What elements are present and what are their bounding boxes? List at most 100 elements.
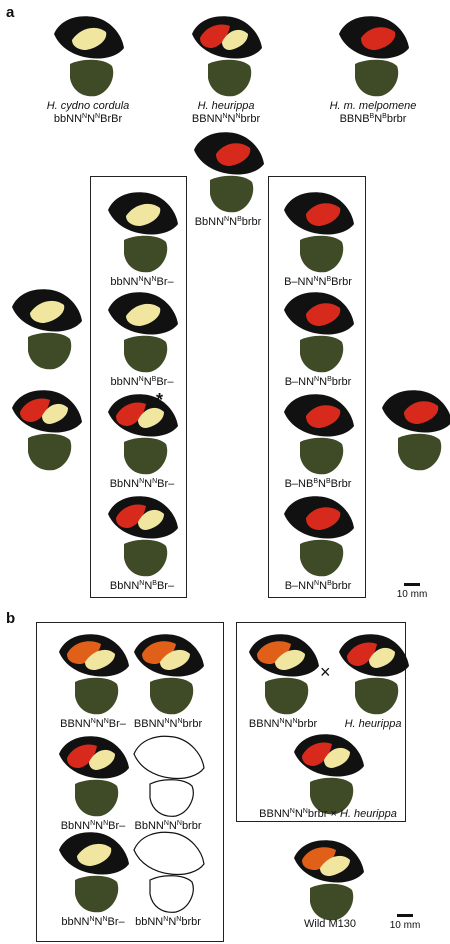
- specimen-a14: [8, 386, 84, 476]
- species-label: H. cydno cordula: [46, 100, 130, 112]
- genotype-label: B–NNNNBbrbr: [284, 580, 352, 592]
- genotype-label: BBNNNNNBr–: [60, 718, 126, 730]
- hindwing: [310, 883, 354, 921]
- specimen-a11: [280, 390, 356, 480]
- genotype-label: bbNNNNNBr–: [61, 916, 125, 928]
- genotype-label: B–NBBNBBrbr: [284, 478, 352, 490]
- cross-sign: ×: [320, 662, 331, 682]
- hindwing: [124, 539, 168, 577]
- hindwing: [124, 437, 168, 475]
- genotype-label: bbNNNNNBrBr: [53, 113, 123, 125]
- specimen-b10: [290, 836, 366, 926]
- forewing-band: [200, 24, 230, 48]
- hindwing: [265, 677, 309, 715]
- genotype-label: BbNNNNBbrbr: [194, 216, 262, 228]
- hindwing: [75, 779, 119, 817]
- specimen-a12: [280, 492, 356, 582]
- specimen-b5: [55, 828, 131, 918]
- forewing-band: [20, 398, 50, 422]
- forewing-band: [275, 649, 305, 670]
- panel-b-left-box: [36, 622, 224, 942]
- specimen-a9: [280, 188, 356, 278]
- cross-species: H. heurippa: [339, 808, 397, 820]
- specimen-a6: [104, 288, 180, 378]
- hindwing: [75, 677, 119, 715]
- specimen-a4: [190, 128, 266, 218]
- forewing-band: [160, 649, 190, 670]
- genotype-label: bbNNNNNBr–: [110, 276, 174, 288]
- specimen-a13: [8, 285, 84, 375]
- forewing-band: [361, 27, 396, 50]
- forewing-band: [369, 647, 395, 668]
- scale-bar-b: 10 mm: [385, 914, 425, 931]
- hindwing: [398, 433, 442, 471]
- forewing-band: [306, 507, 341, 530]
- scale-bar-a: 10 mm: [392, 583, 432, 600]
- wild-label: Wild M130: [304, 918, 356, 930]
- forewing-band: [306, 303, 341, 326]
- species-label: H. m. melpomene: [329, 100, 417, 112]
- forewing-band: [77, 843, 112, 866]
- panel-b-right-box: [236, 622, 406, 822]
- hindwing: [70, 59, 114, 97]
- specimen-b8: [335, 630, 411, 720]
- specimen-b7: [245, 630, 321, 720]
- forewing-band: [306, 203, 341, 226]
- forewing-band: [138, 407, 164, 428]
- panel-b-letter: b: [6, 610, 16, 627]
- forewing-band: [404, 401, 439, 424]
- forewing: [133, 735, 205, 780]
- forewing-band: [138, 509, 164, 530]
- genotype-label: BbNNNNBBr–: [109, 580, 175, 592]
- genotype-label: BBNNNNNbrbr: [248, 718, 318, 730]
- hindwing: [149, 779, 194, 817]
- forewing-band: [30, 300, 65, 323]
- hindwing: [300, 437, 344, 475]
- forewing-band: [324, 747, 350, 768]
- species-label: H. heurippa: [344, 718, 402, 730]
- specimen-b3: [55, 732, 131, 822]
- panel-a-letter: a: [6, 4, 15, 21]
- hindwing: [310, 777, 354, 815]
- specimen-a1: [50, 12, 126, 102]
- genotype-label: BbNNNNNBr–: [109, 478, 175, 490]
- hindwing: [355, 677, 399, 715]
- forewing-band: [126, 303, 161, 326]
- scale-bar-b-label: 10 mm: [389, 920, 421, 931]
- genotype-label: B–NNNNBBrbr: [284, 276, 352, 288]
- forewing-band: [67, 744, 97, 768]
- forewing-band: [347, 642, 377, 666]
- hindwing: [124, 235, 168, 273]
- hindwing: [210, 175, 254, 213]
- forewing-band: [89, 749, 115, 770]
- specimen-a2: [188, 12, 264, 102]
- panel-a-right-box: [268, 176, 366, 598]
- specimen-b4: [130, 732, 206, 822]
- hindwing: [208, 59, 252, 97]
- forewing-band: [126, 203, 161, 226]
- asterisk-marker: *: [156, 390, 164, 410]
- specimen-a8: [104, 492, 180, 582]
- specimen-b2: [130, 630, 206, 720]
- genotype-label: BBNBBNBbrbr: [339, 113, 407, 125]
- hindwing: [75, 875, 119, 913]
- specimen-b1: [55, 630, 131, 720]
- hindwing: [28, 332, 72, 370]
- genotype-label: BBNNNNNbrbr: [133, 718, 203, 730]
- forewing-band: [222, 29, 248, 50]
- species-label: H. heurippa: [197, 100, 255, 112]
- scale-bar-a-label: 10 mm: [396, 589, 428, 600]
- specimen-a3: [335, 12, 411, 102]
- hindwing: [150, 677, 194, 715]
- genotype-label: BBNNNNNbrbr: [191, 113, 261, 125]
- forewing-band: [72, 27, 107, 50]
- forewing-band: [116, 402, 146, 426]
- specimen-a15: [378, 386, 450, 476]
- specimen-b9: [290, 730, 366, 820]
- genotype-label: bbNNNNNbrbr: [135, 916, 201, 928]
- forewing-band: [216, 143, 251, 166]
- hindwing: [149, 875, 194, 913]
- forewing: [133, 831, 205, 876]
- forewing-band: [116, 504, 146, 528]
- genotype-label: BbNNNNNBr–: [60, 820, 126, 832]
